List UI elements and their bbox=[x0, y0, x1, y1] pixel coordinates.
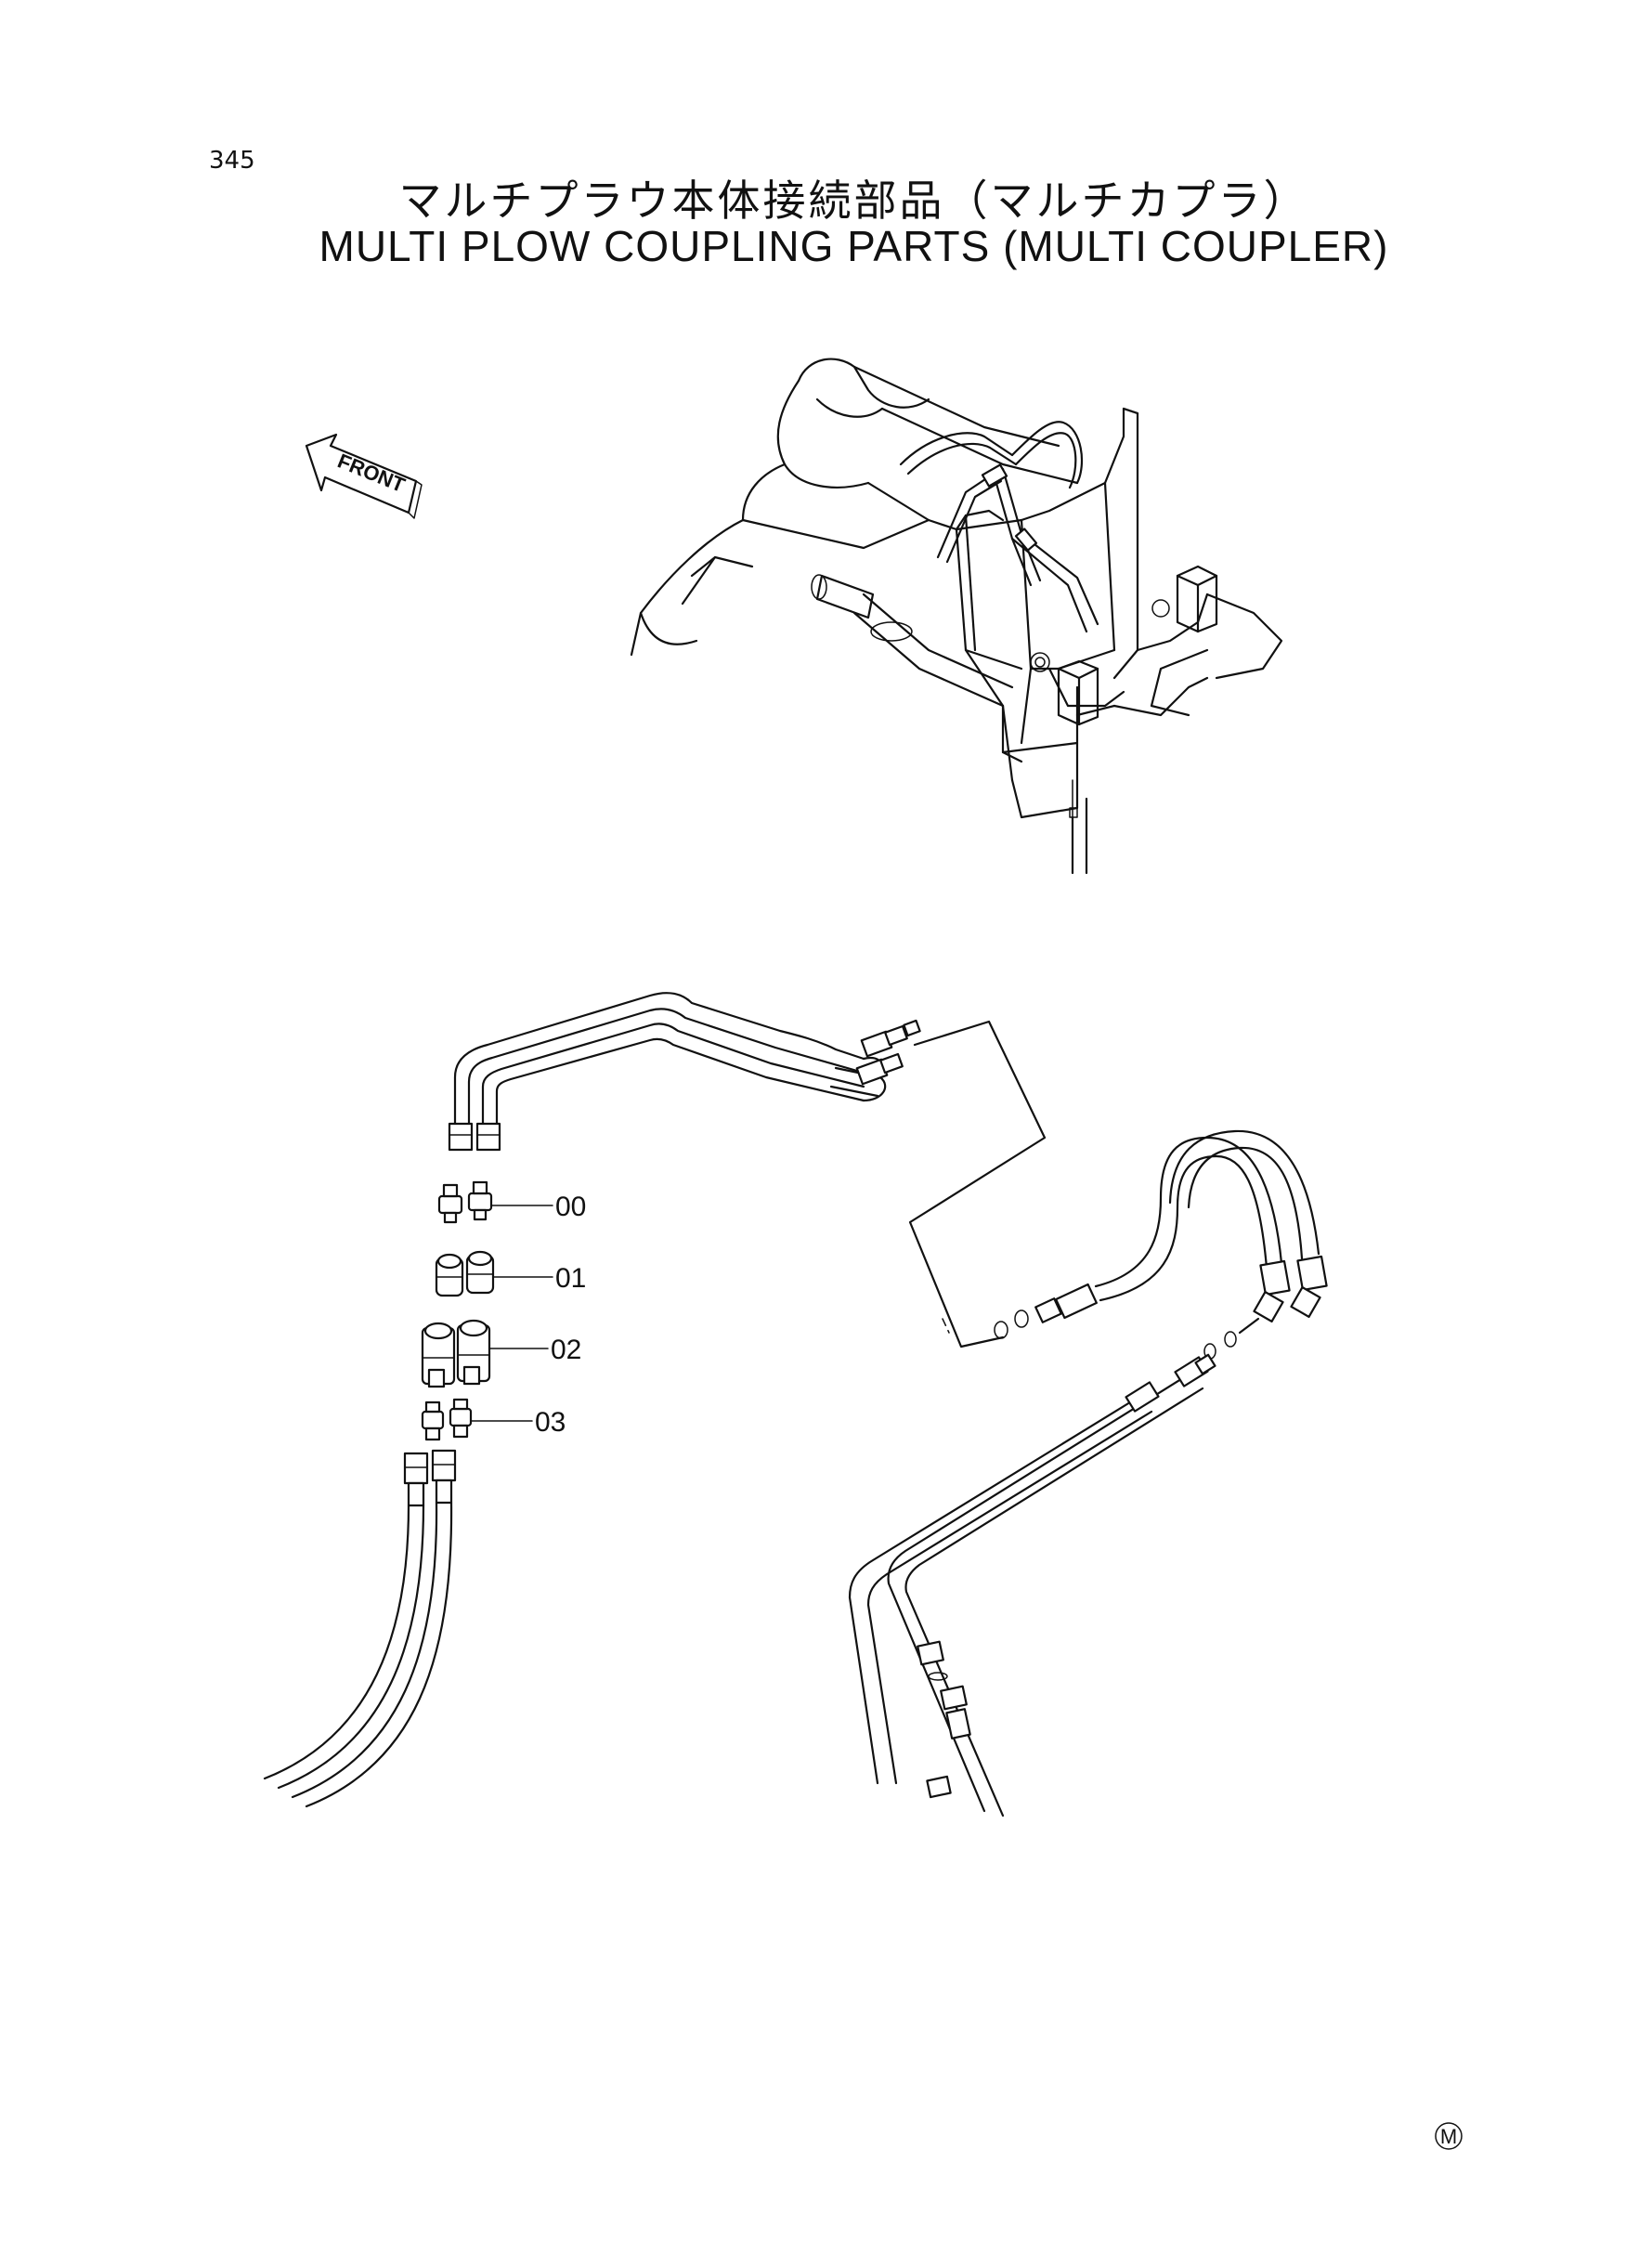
part-02-coupler-socket: 02 bbox=[421, 1319, 581, 1388]
coupler-parts-stack: 00 01 02 bbox=[421, 1180, 586, 1441]
callout-02: 02 bbox=[551, 1335, 581, 1365]
catalog-mark-label: M bbox=[1440, 2125, 1457, 2148]
callout-03: 03 bbox=[535, 1407, 566, 1438]
lower-left-hoses bbox=[263, 1449, 457, 1808]
part-03-nipple: 03 bbox=[421, 1398, 566, 1441]
upper-tube-assembly bbox=[448, 992, 921, 1152]
machine-body-drawing bbox=[630, 358, 1283, 875]
catalog-mark-icon: M bbox=[1435, 2122, 1463, 2150]
upper-right-fittings bbox=[855, 1019, 921, 1086]
callout-01: 01 bbox=[555, 1263, 586, 1294]
front-arrow-icon: FRONT bbox=[305, 433, 423, 519]
right-hose-assembly bbox=[848, 1129, 1328, 1818]
page-title-japanese: マルチプラウ本体接続部品（マルチカプラ） bbox=[398, 176, 1309, 226]
page-title-english: MULTI PLOW COUPLING PARTS (MULTI COUPLER… bbox=[319, 222, 1389, 270]
callout-00: 00 bbox=[555, 1192, 586, 1222]
part-00-adapter: 00 bbox=[437, 1180, 586, 1224]
page-number: 345 bbox=[209, 147, 255, 175]
part-01-coupler: 01 bbox=[435, 1250, 586, 1297]
link-box bbox=[908, 1020, 1047, 1348]
